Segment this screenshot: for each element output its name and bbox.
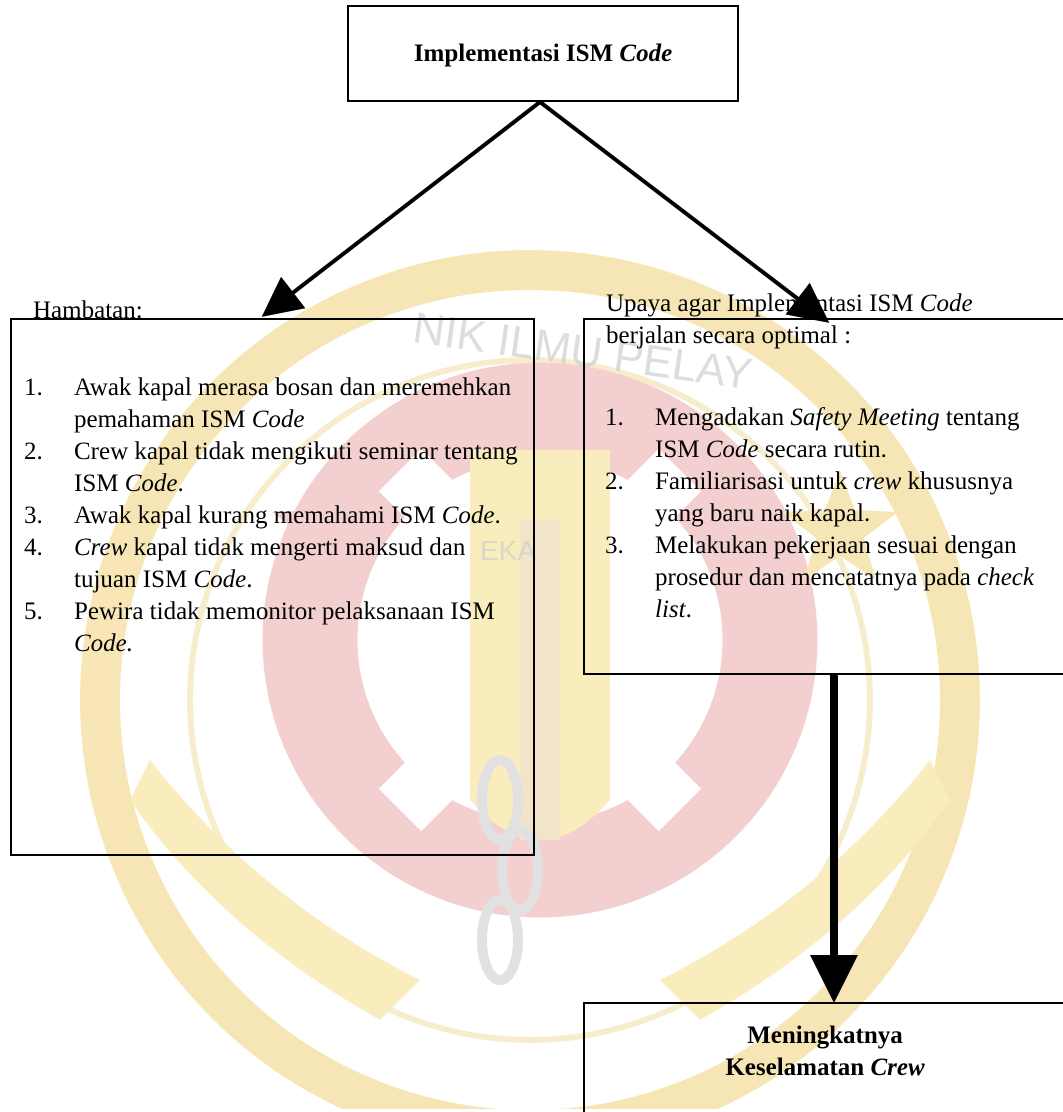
text-run: Code <box>919 290 973 317</box>
text-run: Awak kapal merasa bosan dan meremehkan p… <box>74 374 512 433</box>
hambatan-list: 1. Awak kapal merasa bosan dan meremehkan… <box>24 372 524 660</box>
text-run: Code <box>193 566 247 593</box>
arrow-to-hambatan <box>261 100 542 317</box>
right-box-upaya <box>583 318 1063 675</box>
text-run: . <box>685 596 692 623</box>
upaya-item-number: 2. <box>605 468 624 495</box>
upaya-heading: Upaya agar Implementasi ISM Code berjala… <box>606 288 1056 352</box>
text-run: Crew <box>74 534 128 561</box>
hambatan-item-number: 5. <box>24 598 43 625</box>
text-run: Code <box>124 470 178 497</box>
hambatan-item-number: 2. <box>24 438 43 465</box>
text-run: Pewira tidak memonitor pelaksanaan ISM <box>74 598 495 625</box>
hambatan-heading: Hambatan: <box>33 297 143 324</box>
hambatan-item: 2. Crew kapal tidak mengikuti seminar ten… <box>24 436 524 500</box>
text-run: khususnya yang baru naik kapal. <box>655 468 1014 527</box>
text-run: kapal tidak mengerti maksud dan tujuan I… <box>74 534 466 593</box>
upaya-list: 1.Mengadakan Safety Meeting tentang ISM … <box>605 402 1060 626</box>
hambatan-item-number: 4. <box>24 534 43 561</box>
top-box-title: Implementasi ISM Code <box>413 39 673 67</box>
text-run: Safety Meeting <box>790 404 940 431</box>
arrow-to-upaya <box>538 100 830 323</box>
top-box-implementasi: Implementasi ISM Code <box>347 5 739 102</box>
text-run: . <box>494 502 501 529</box>
upaya-item: 1.Mengadakan Safety Meeting tentang ISM … <box>605 402 1060 466</box>
upaya-item: 3. Melakukan pekerjaan sesuai dengan pros… <box>605 530 1060 626</box>
upaya-item: 2. Familiarisasi untuk crew khususnya yan… <box>605 466 1060 530</box>
text-run: Familiarisasi untuk <box>655 468 854 495</box>
text-run: Awak kapal kurang memahami ISM <box>74 502 442 529</box>
text-run: secara rutin. <box>758 436 887 463</box>
hambatan-item: 3. Awak kapal kurang memahami ISM Code. <box>24 500 524 532</box>
text-run: Code <box>441 502 495 529</box>
text-run: tentang ISM <box>655 404 1020 463</box>
text-run: Upaya agar Implementasi ISM <box>606 290 920 317</box>
bottom-box-line1: Meningkatnya <box>747 1022 903 1049</box>
text-run: Code <box>251 406 305 433</box>
hambatan-item: 4. Crew kapal tidak mengerti maksud dan t… <box>24 532 524 596</box>
left-box-hambatan <box>10 318 535 856</box>
upaya-item-number: 3. <box>605 532 624 559</box>
hambatan-item-number: 3. <box>24 502 43 529</box>
text-run: Crew kapal tidak mengikuti seminar tenta… <box>74 438 518 497</box>
text-run: crew <box>853 468 902 495</box>
text-run: check list <box>655 564 1034 623</box>
text-run: Melakukan pekerjaan sesuai dengan prosed… <box>655 532 1017 591</box>
text-run: Code. <box>74 630 134 657</box>
upaya-item-number: 1. <box>605 404 624 431</box>
text-run: . <box>246 566 253 593</box>
bottom-box-keselamatan: Meningkatnya Keselamatan Crew <box>583 1002 1063 1112</box>
hambatan-item-number: 1. <box>24 374 43 401</box>
text-run: . <box>177 470 184 497</box>
hambatan-item: 5. Pewira tidak memonitor pelaksanaan ISM… <box>24 596 524 660</box>
text-run: Code <box>705 436 759 463</box>
bottom-box-line2: Keselamatan Crew <box>725 1054 925 1081</box>
watermark-text-mid: EKA <box>480 535 536 566</box>
text-run: Mengadakan <box>655 404 791 431</box>
text-run: berjalan secara optimal : <box>606 322 852 349</box>
hambatan-item: 1. Awak kapal merasa bosan dan meremehkan… <box>24 372 524 436</box>
